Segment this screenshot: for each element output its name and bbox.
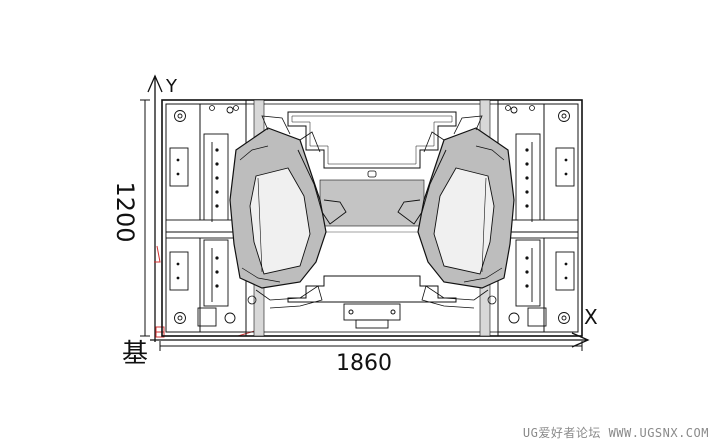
width-dimension: 1860 [336, 351, 392, 376]
left-clamp-column [165, 103, 247, 333]
top-bosses [209, 105, 535, 111]
dimension-lines [140, 99, 583, 351]
y-axis [147, 74, 163, 342]
height-dimension: 1200 [111, 181, 139, 242]
x-axis [150, 332, 590, 348]
right-cavity-insert [397, 115, 515, 309]
x-axis-label: X [584, 305, 598, 329]
left-ejector-holes [176, 148, 219, 288]
watermark-text: UG爱好者论坛 WWW.UGSNX.COM [522, 426, 709, 440]
base-label: 基 [122, 339, 148, 369]
left-cavity-insert [229, 115, 347, 309]
right-ejector-holes [525, 148, 568, 288]
y-axis-label: Y [165, 76, 178, 97]
